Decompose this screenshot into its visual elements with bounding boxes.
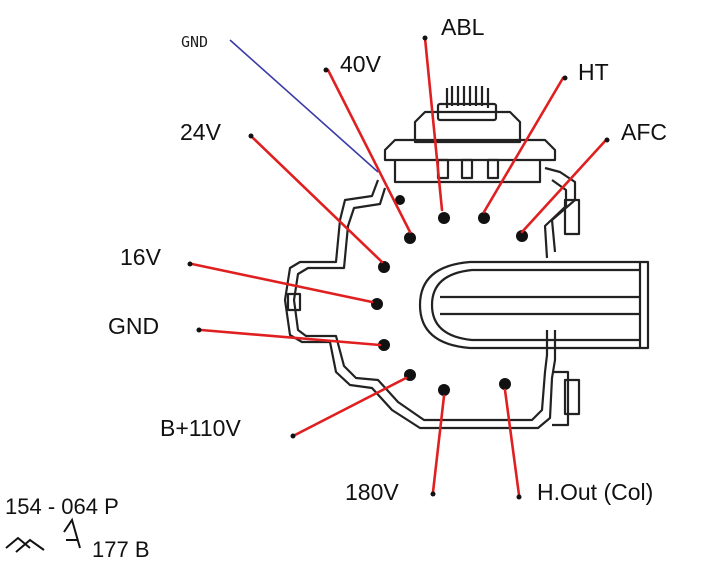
leader-lines bbox=[190, 36, 608, 497]
cap-slot-2 bbox=[460, 158, 474, 180]
leader-16v bbox=[190, 262, 374, 304]
top-connector bbox=[445, 86, 490, 108]
label-180v: 180V bbox=[345, 479, 399, 505]
label-b110: B+110V bbox=[160, 415, 241, 441]
label-gnd-top: GND bbox=[181, 33, 208, 51]
pin-dots bbox=[371, 195, 528, 396]
upper-cap bbox=[383, 138, 557, 162]
start-dot-gnd bbox=[196, 327, 202, 333]
pin-dot-hout bbox=[499, 378, 511, 390]
output-lead bbox=[418, 260, 650, 350]
leader-gnd-top bbox=[229, 39, 379, 173]
output-lead-groove bbox=[440, 295, 640, 316]
pin-dot-gnd bbox=[378, 339, 390, 351]
leader-start-dots bbox=[187, 35, 610, 500]
start-dot-ht bbox=[562, 75, 568, 81]
leader-abl bbox=[423, 36, 444, 212]
pin-dot-top-left bbox=[395, 195, 405, 205]
start-dot-40v bbox=[323, 67, 329, 73]
label-abl: ABL bbox=[441, 14, 485, 40]
right-lower-bracket bbox=[552, 370, 570, 427]
label-gnd: GND bbox=[108, 313, 159, 339]
label-ht: HT bbox=[578, 59, 609, 85]
pin-dot-ht bbox=[478, 212, 490, 224]
leader-hout bbox=[503, 388, 521, 497]
leader-180v bbox=[431, 394, 446, 494]
label-24v: 24V bbox=[180, 119, 222, 145]
output-lead-inner bbox=[430, 268, 640, 342]
start-dot-24v bbox=[248, 133, 254, 139]
left-tab bbox=[286, 292, 302, 312]
start-dot-180v bbox=[430, 491, 436, 497]
pin-dot-afc bbox=[516, 230, 528, 242]
label-afc: AFC bbox=[621, 119, 667, 145]
start-dot-hout bbox=[516, 494, 522, 500]
pin-dot-180v bbox=[438, 384, 450, 396]
label-16v: 16V bbox=[120, 244, 162, 270]
pin-dot-40v bbox=[404, 232, 416, 244]
leader-afc bbox=[520, 138, 608, 234]
right-tab-upper bbox=[563, 198, 581, 236]
right-tab-lower bbox=[563, 378, 581, 416]
leader-ht bbox=[482, 76, 565, 214]
start-dot-afc bbox=[604, 137, 610, 143]
label-40v: 40V bbox=[340, 51, 382, 77]
leader-b110 bbox=[293, 376, 408, 437]
upper-cap-inner bbox=[393, 160, 542, 184]
part-number-2-mark bbox=[5, 517, 81, 553]
part-number-1: 154 - 064 P bbox=[5, 494, 119, 519]
top-housing bbox=[413, 110, 522, 144]
start-dot-b110 bbox=[290, 433, 296, 439]
leader-gnd bbox=[199, 328, 382, 347]
leader-24v bbox=[251, 136, 384, 264]
start-dot-16v bbox=[187, 261, 193, 267]
start-dot-abl bbox=[422, 35, 428, 41]
pin-dot-abl bbox=[438, 212, 450, 224]
pin-dot-24v bbox=[378, 261, 390, 273]
cap-slot-3 bbox=[486, 158, 500, 180]
pin-dot-16v bbox=[371, 298, 383, 310]
label-hout: H.Out (Col) bbox=[537, 479, 653, 505]
transformer-outline bbox=[283, 86, 650, 430]
part-number-2: 177 B bbox=[92, 537, 150, 562]
leader-40v bbox=[326, 68, 412, 234]
